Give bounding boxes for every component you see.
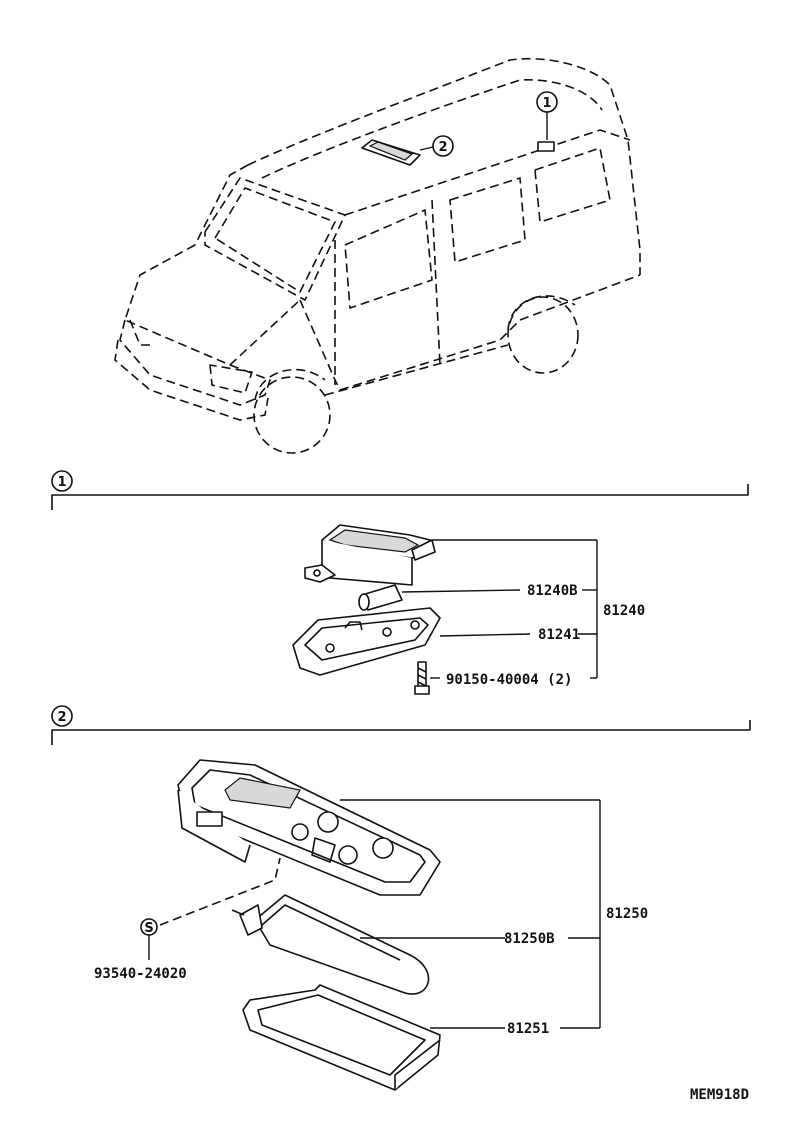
section-2-header: 2 xyxy=(51,705,751,745)
part-81250b-label: 81250B xyxy=(504,931,555,947)
section-1-header: 1 xyxy=(51,470,749,510)
lens-81241 xyxy=(292,607,531,676)
washer-93540: S xyxy=(140,918,158,960)
van-callout-1: 1 xyxy=(536,91,558,140)
tube-bulb-81250b xyxy=(231,894,505,995)
part-90150-label: 90150-40004 (2) xyxy=(446,672,572,688)
section-2-callout: 2 xyxy=(57,710,66,725)
section-1-callout: 1 xyxy=(57,475,66,490)
part-81251-label: 81251 xyxy=(507,1021,549,1037)
assembly-81250-label: 81250 xyxy=(606,906,648,922)
van-callout-2: 2 xyxy=(419,135,454,157)
roof-lamp-1-icon xyxy=(537,141,555,152)
drawing-code: MEM918D xyxy=(690,1087,749,1103)
van-callout-1-text: 1 xyxy=(542,96,551,111)
part-81240b-label: 81240B xyxy=(527,583,578,599)
assembly-81240-label: 81240 xyxy=(603,603,645,619)
washer-93540-label: 93540-24020 xyxy=(94,966,187,982)
part-81241-label: 81241 xyxy=(538,627,580,643)
bulb-81240b xyxy=(358,584,521,611)
lamp-housing-81240 xyxy=(304,524,436,586)
lamp-base-81250 xyxy=(177,759,600,896)
van-outline xyxy=(114,57,641,454)
screw-90150 xyxy=(414,661,440,695)
washer-symbol: S xyxy=(144,921,153,936)
lens-cover-81251 xyxy=(242,984,505,1091)
van-callout-2-text: 2 xyxy=(438,140,447,155)
